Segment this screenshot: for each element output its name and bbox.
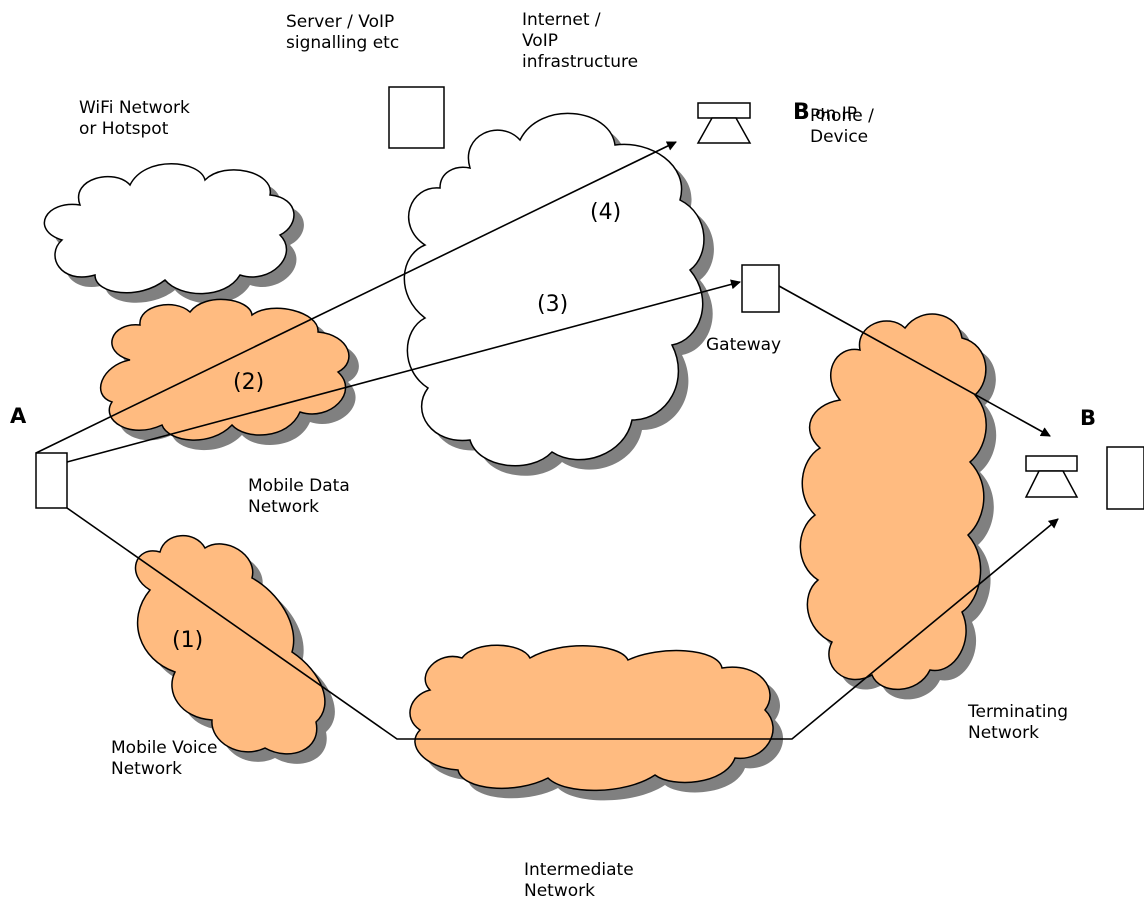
gateway-to-b-arrow — [778, 285, 1051, 437]
ip-device-label-rest: Phone / Device — [810, 106, 874, 147]
phone-b-icon — [1024, 455, 1079, 498]
terminating-label: Terminating Network — [968, 702, 1069, 743]
ip-device-label: B on IP — [793, 81, 857, 125]
gateway-label: Gateway — [706, 335, 782, 355]
node-a-label: A — [10, 404, 27, 428]
terminating-cloud — [799, 313, 987, 691]
device-b-box — [1106, 446, 1144, 510]
wifi-label: WiFi Network or Hotspot — [79, 98, 190, 139]
mobile-data-label: Mobile Data Network — [248, 476, 350, 517]
clouds — [43, 112, 987, 792]
ip-phone-icon — [696, 102, 752, 144]
ip-device-b-letter: B — [793, 100, 810, 125]
route-1-label: (1) — [172, 628, 204, 653]
mobile-data-cloud — [100, 298, 350, 441]
route-4-arrow — [35, 141, 677, 454]
mobile-voice-cloud — [134, 534, 326, 755]
internet-label: Internet / VoIP infrastructure — [522, 10, 639, 72]
gateway-box — [741, 264, 780, 313]
route-1-line — [66, 507, 1059, 740]
server-box — [388, 86, 445, 149]
wifi-cloud — [43, 163, 295, 295]
intermediate-label: Intermediate Network — [524, 860, 634, 901]
ip-device-on-ip: on IP — [809, 104, 858, 124]
route-2-label: (2) — [233, 370, 265, 395]
node-b-label: B — [1080, 406, 1097, 430]
intermediate-cloud — [409, 644, 774, 792]
route-3-label: (3) — [537, 292, 569, 317]
route-3-arrow — [66, 279, 741, 463]
server-label: Server / VoIP signalling etc — [286, 12, 400, 53]
device-a — [35, 452, 68, 509]
route-4-label: (4) — [590, 200, 622, 225]
internet-cloud — [403, 112, 705, 467]
mobile-voice-label: Mobile Voice Network — [111, 738, 218, 779]
